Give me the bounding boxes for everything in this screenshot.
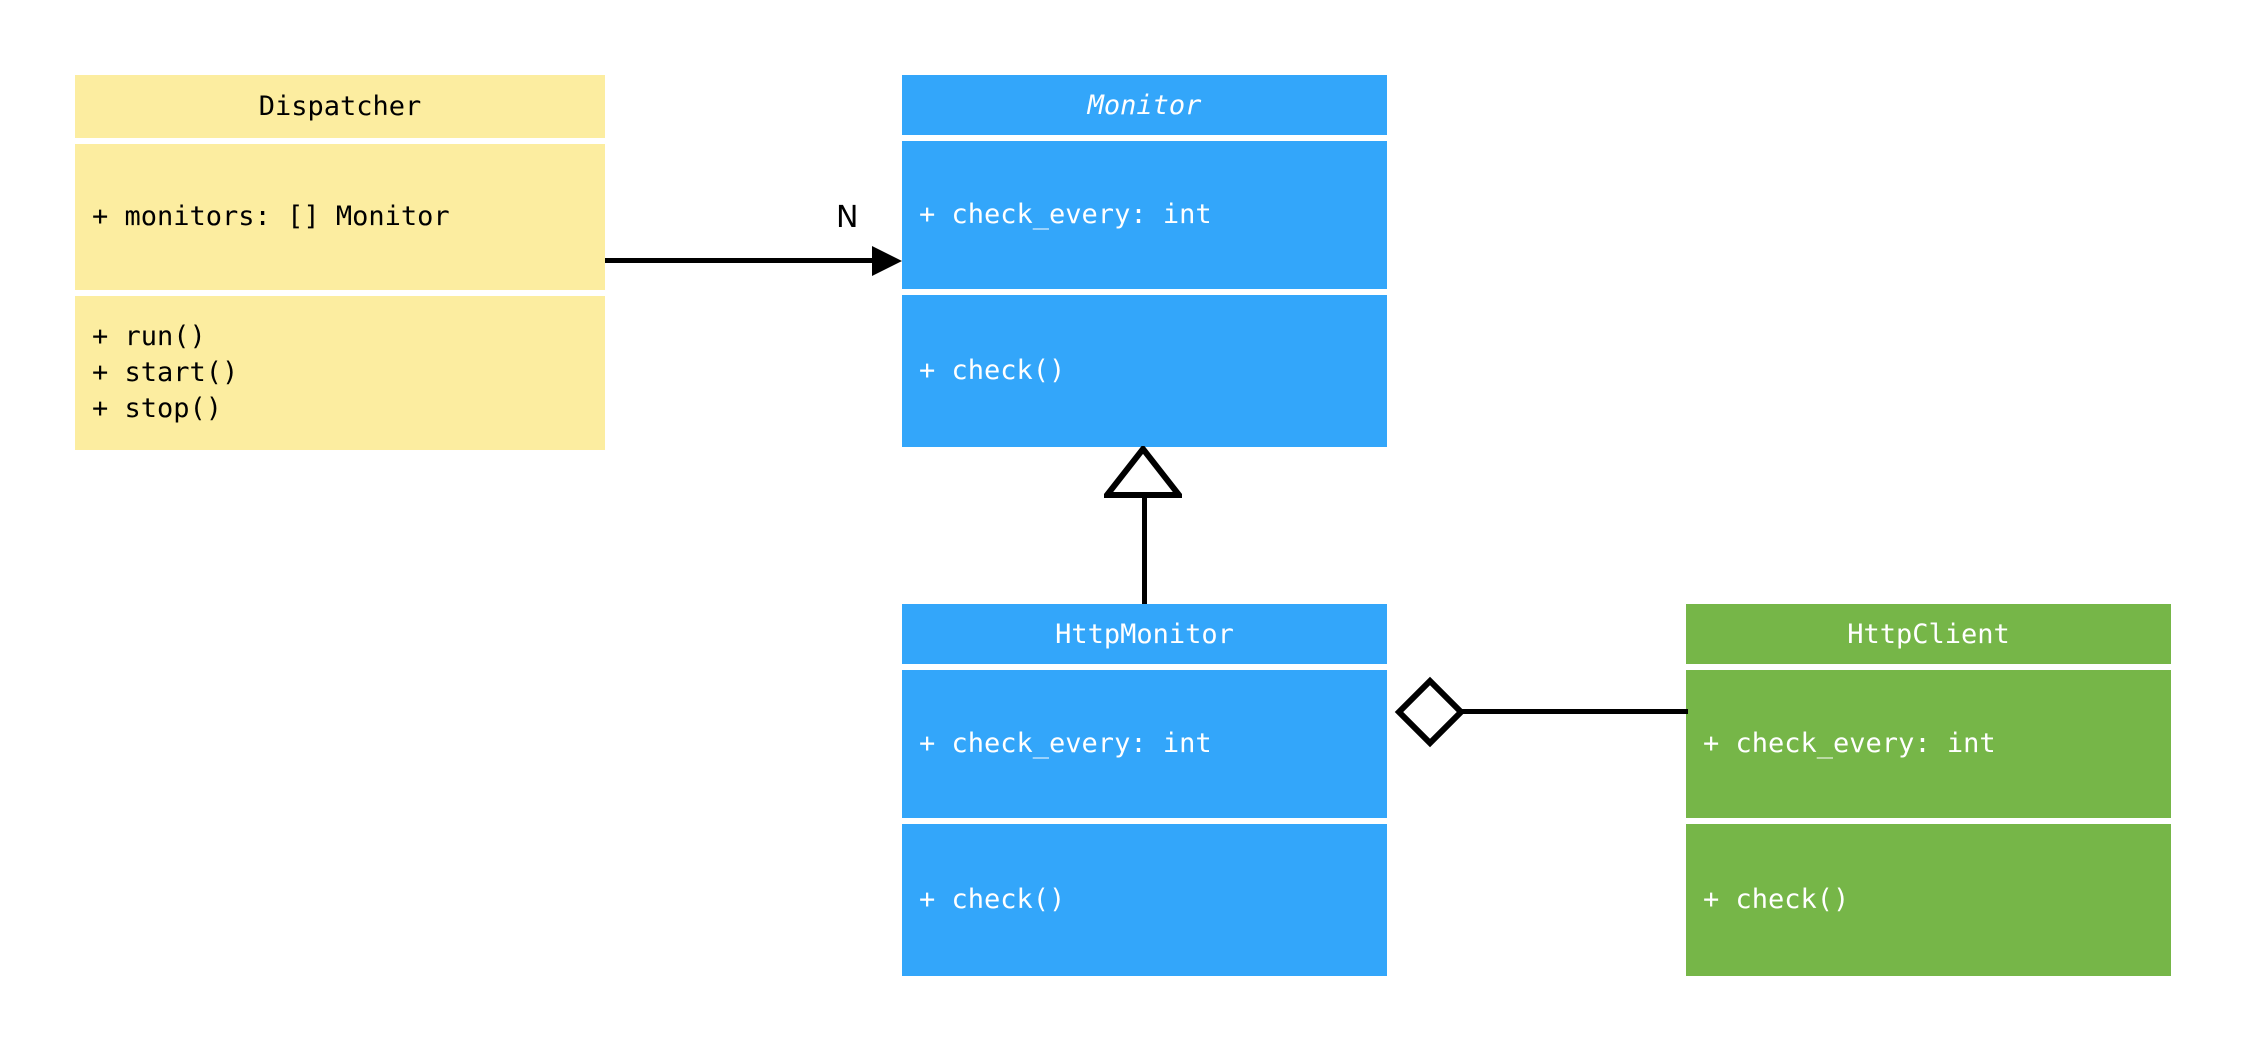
attribute-row: + check_every: int [919, 199, 1212, 231]
class-box-dispatcher[interactable]: Dispatcher + monitors: [] Monitor + run(… [75, 75, 605, 450]
association-arrowhead-icon [872, 246, 902, 276]
class-box-monitor[interactable]: Monitor + check_every: int + check() [902, 75, 1387, 447]
method-row: + run() [92, 321, 206, 353]
compartment-divider [902, 664, 1387, 670]
class-title-http-monitor: HttpMonitor [902, 604, 1387, 664]
aggregation-diamond-icon [1394, 676, 1466, 748]
compartment-divider [1686, 664, 2171, 670]
class-methods-http-client: + check() [1686, 824, 2171, 976]
class-box-http-monitor[interactable]: HttpMonitor + check_every: int + check() [902, 604, 1387, 976]
method-row: + check() [919, 355, 1066, 387]
inheritance-line [1142, 492, 1147, 604]
method-row: + check() [919, 884, 1066, 916]
class-attributes-http-client: + check_every: int [1686, 670, 2171, 818]
compartment-divider [75, 138, 605, 144]
compartment-divider [75, 290, 605, 296]
class-attributes-http-monitor: + check_every: int [902, 670, 1387, 818]
compartment-divider [902, 818, 1387, 824]
method-row: + start() [92, 357, 239, 389]
class-title-dispatcher: Dispatcher [75, 75, 605, 138]
inheritance-triangle-icon [1104, 446, 1182, 498]
compartment-divider [1686, 818, 2171, 824]
class-attributes-dispatcher: + monitors: [] Monitor [75, 144, 605, 290]
class-methods-http-monitor: + check() [902, 824, 1387, 976]
class-attributes-monitor: + check_every: int [902, 141, 1387, 289]
attribute-row: + monitors: [] Monitor [92, 201, 450, 233]
aggregation-line [1460, 709, 1688, 714]
compartment-divider [902, 135, 1387, 141]
method-row: + stop() [92, 392, 223, 424]
attribute-row: + check_every: int [1703, 728, 1996, 760]
class-box-http-client[interactable]: HttpClient + check_every: int + check() [1686, 604, 2171, 976]
class-methods-monitor: + check() [902, 295, 1387, 447]
association-line [605, 258, 875, 263]
compartment-divider [902, 289, 1387, 295]
class-methods-dispatcher: + run() + start() + stop() [75, 296, 605, 450]
association-multiplicity-label: N [836, 200, 859, 235]
attribute-row: + check_every: int [919, 728, 1212, 760]
class-title-monitor: Monitor [902, 75, 1387, 135]
class-title-http-client: HttpClient [1686, 604, 2171, 664]
method-row: + check() [1703, 884, 1850, 916]
